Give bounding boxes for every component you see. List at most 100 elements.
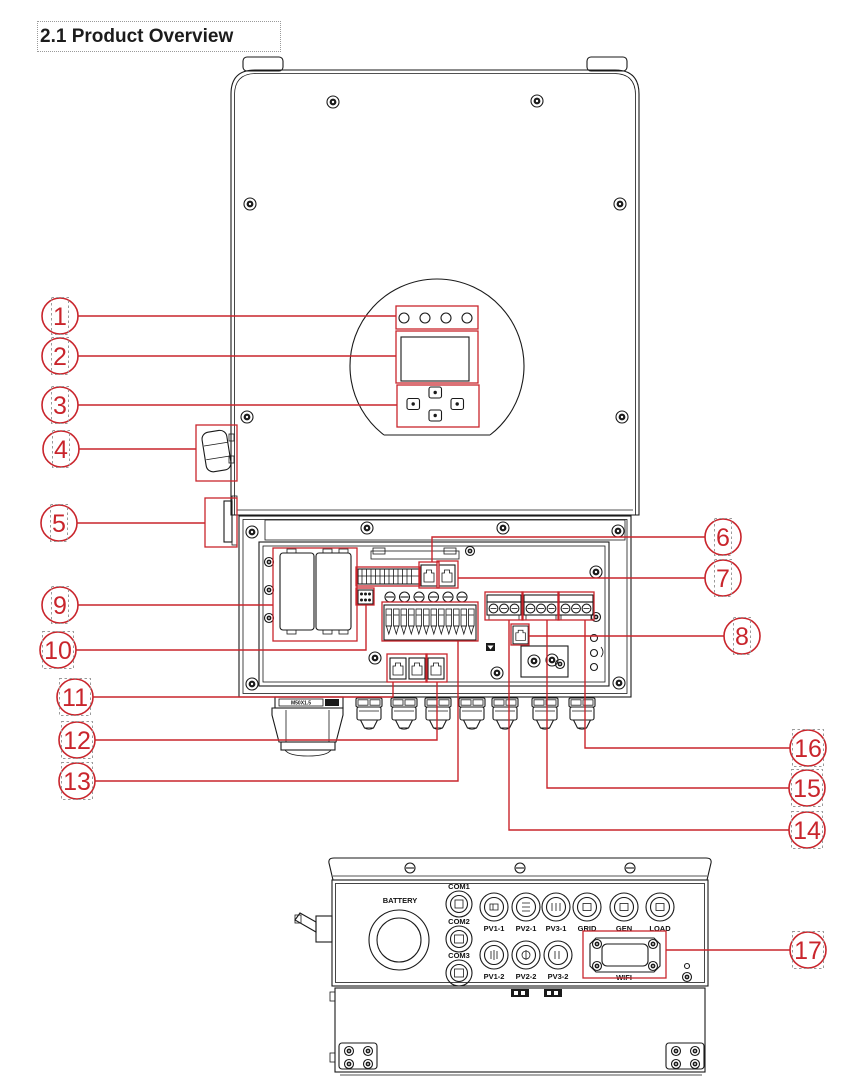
highlight-dc-switch [195,424,238,482]
enclosure-outline [230,69,640,516]
callout-9: 9 [41,586,79,624]
svg-text:13: 13 [63,768,91,796]
highlight-battery-terminals [272,547,358,642]
svg-text:1: 1 [53,303,67,331]
section-title: 2.1 Product Overview [37,21,281,52]
highlight-lcd [395,330,479,384]
svg-text:11: 11 [62,684,88,712]
relay-box [520,645,569,678]
lcd-screen [400,336,470,382]
callout-lines [76,315,790,951]
callout-3: 3 [41,386,79,424]
svg-text:4: 4 [54,436,68,464]
signal-terminal-strip [357,568,420,585]
callout-2: 2 [41,337,79,375]
callout-11: 11 [56,678,94,716]
gen-terminal-block [523,594,559,621]
pv2-1-label: PV2-1 [516,924,537,933]
callout-5: 5 [40,504,78,542]
mount-bar [328,857,712,881]
highlight-small-rj45 [510,623,530,646]
led-indicators [398,312,473,324]
bottom-lower-section [329,987,706,1076]
rj45-port-left [420,564,438,587]
parallel-port-2 [408,657,426,680]
svg-text:12: 12 [63,727,91,755]
svg-text:10: 10 [44,637,72,665]
battery-port: BATTERY [368,896,430,971]
wiring-compartment [238,515,632,698]
pv-terminals [383,591,477,641]
battery-label: BATTERY [383,896,418,905]
highlight-rj45-left [418,561,440,589]
small-rj45-port [512,625,529,645]
callout-13: 13 [58,762,96,800]
com2-label: COM2 [448,917,470,926]
svg-text:5: 5 [52,510,66,538]
mount-ear-right [586,56,628,72]
pv3-1-label: PV3-1 [546,924,567,933]
pv2-2-label: PV2-2 [516,972,537,981]
parallel-port-1 [389,657,407,680]
callout-12: 12 [58,721,96,759]
callout-6: 6 [704,518,742,556]
highlight-gen-block [521,591,560,621]
highlight-six-pin [355,587,375,606]
pv-ports-row2: PV1-2 PV2-2 PV3-2 [479,940,573,981]
battery-gland: M50X1.5 [271,696,344,757]
svg-text:15: 15 [793,775,821,803]
svg-text:8: 8 [735,623,749,651]
highlight-grid-block [484,591,524,621]
rj45-port-right [438,564,456,587]
callout-14: 14 [788,811,826,849]
front-view: M50X1.5 [201,56,640,757]
load-terminal-block [558,594,594,621]
six-pin-block [357,589,374,605]
top-connector-bar [370,545,476,560]
com-ports: COM1 COM2 COM3 [445,882,473,987]
highlight-buttons [396,384,480,428]
grid-label: GRID [578,924,597,933]
callout-17: 17 [789,931,827,969]
callout-10: 10 [39,631,77,669]
pv3-2-label: PV3-2 [548,972,569,981]
battery-terminal-covers [263,548,352,635]
mount-ear-left [242,56,284,72]
callout-8: 8 [723,617,761,655]
highlight-boxes [195,305,667,979]
pv-ac-ports-row1: PV1-1 PV2-1 PV3-1 GRID GEN LOAD [479,892,675,933]
battery-gland-label: M50X1.5 [291,701,311,707]
svg-text:16: 16 [794,735,822,763]
dc-switch [201,429,235,473]
svg-text:2: 2 [53,343,67,371]
svg-text:6: 6 [716,524,730,552]
arrow-marker [486,643,495,651]
function-buttons [406,386,465,422]
callout-16: 16 [789,729,827,767]
wifi-port: WIFI [589,937,661,982]
pv1-1-label: PV1-1 [484,924,505,933]
ground-screw [681,962,693,983]
highlight-leds [395,305,479,330]
grid-terminal-block [486,594,522,621]
svg-text:7: 7 [716,565,730,593]
callout-7: 7 [704,559,742,597]
com3-label: COM3 [448,951,470,960]
svg-text:3: 3 [53,392,67,420]
meter-port [427,657,445,680]
highlight-wifi [582,930,667,979]
display-area [349,278,525,436]
right-column-details [554,611,604,672]
highlight-rj45-right [436,560,459,589]
callouts: 1 2 3 4 5 6 7 8 9 10 11 12 13 14 15 16 1… [39,297,827,969]
dc-switch-handle [294,912,333,943]
callout-15: 15 [788,769,826,807]
callout-4: 4 [42,430,80,468]
pv1-2-label: PV1-2 [484,972,505,981]
callout-1: 1 [41,297,79,335]
bottom-view: BATTERY COM1 COM2 COM3 PV1- [294,857,712,1076]
highlight-pv-terminals [381,601,479,642]
svg-text:14: 14 [793,817,821,845]
